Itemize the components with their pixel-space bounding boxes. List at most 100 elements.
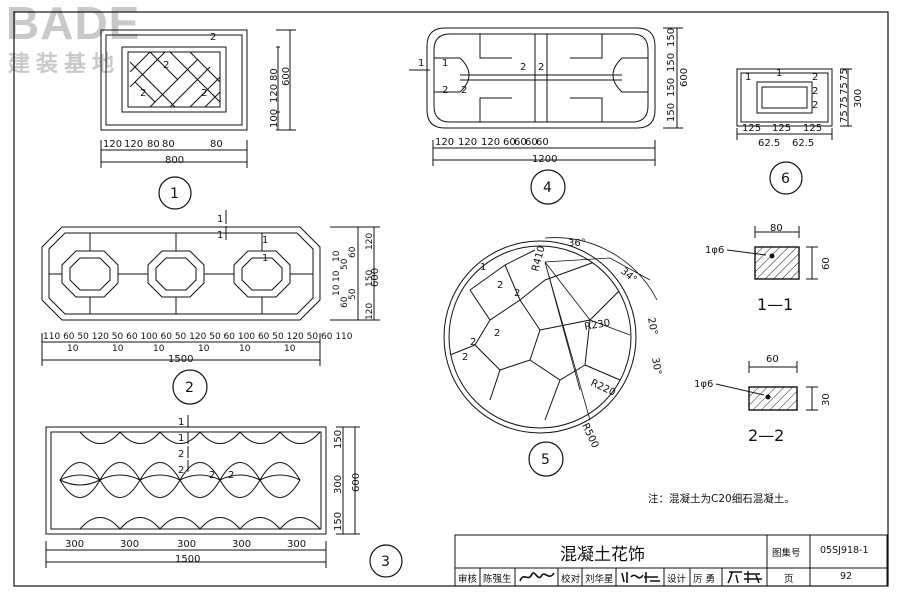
f2-sub-4: 10 xyxy=(198,344,210,354)
logo-text: BADE xyxy=(6,0,141,49)
f2-d4: 120 xyxy=(92,332,109,342)
s11-rebar: 1φ6 xyxy=(705,245,724,256)
s11-width: 80 xyxy=(770,223,783,234)
f5-angle-2: 34° xyxy=(618,266,639,286)
f1-dim-3: 80 xyxy=(147,139,160,150)
f6-sub-1: 62.5 xyxy=(758,138,780,149)
f2-cut-1c: 1 xyxy=(262,235,268,246)
reviewer-signature xyxy=(519,572,555,582)
f2-d19: 110 xyxy=(335,332,352,342)
sheet-border xyxy=(13,11,889,587)
bade-logo: BADE 建装基地 xyxy=(4,0,164,77)
f2-dim-r1: 120 xyxy=(365,233,375,250)
f4-dim-1: 120 xyxy=(435,137,454,148)
f3-callout-circle xyxy=(369,544,403,578)
atlas-number: 05SJ918-1 xyxy=(820,545,869,556)
f3-cut-1b: 1 xyxy=(178,433,184,444)
f4-dim-r3: 150 xyxy=(666,78,677,97)
f1-callout-circle xyxy=(158,176,192,210)
f4-cut-1b: 1 xyxy=(442,58,448,69)
f2-dim-r10: 120 xyxy=(365,303,375,320)
f2-d18: 60 xyxy=(321,332,333,342)
f4-dim-2: 120 xyxy=(458,137,477,148)
f5-r1: R410 xyxy=(530,245,547,273)
checker-label: 校对 xyxy=(561,574,581,585)
f1-dim-r2: 120 xyxy=(269,84,280,103)
f4-height: 600 xyxy=(679,68,690,87)
reviewer-name: 陈强生 xyxy=(483,574,512,585)
f3-height: 600 xyxy=(351,473,362,492)
f3-cut-2c: 2 xyxy=(209,470,215,481)
f3-dim-4: 300 xyxy=(232,539,251,550)
s22-rebar: 1φ6 xyxy=(694,379,713,390)
f1-callout: 1 xyxy=(170,186,179,202)
f4-callout-circle xyxy=(530,169,566,205)
f3-dim-r3: 150 xyxy=(333,512,344,531)
section-1-1 xyxy=(726,226,818,280)
figure-3-labels: 300 300 300 300 300 1500 600 150 300 150… xyxy=(65,417,362,565)
f1-cut-4: 2 xyxy=(201,88,207,99)
f2-dim-r8: 60 xyxy=(340,296,350,308)
f4-cut-2d: 2 xyxy=(538,62,544,73)
f5-cut-2b: 2 xyxy=(514,288,520,299)
f2-d12: 60 xyxy=(224,332,236,342)
f1-cut-1: 2 xyxy=(210,32,216,43)
f2-d1: 110 xyxy=(43,332,60,342)
f4-cut-2b: 2 xyxy=(461,85,467,96)
f6-cut-1b: 1 xyxy=(776,68,782,79)
f3-dim-3: 300 xyxy=(177,539,196,550)
f2-dim-r3: 60 xyxy=(348,246,358,258)
figure-4-labels: 120 120 120 60 60 60 60 1200 600 150 150… xyxy=(418,28,690,165)
f4-dim-6: 60 xyxy=(525,137,538,148)
logo-subtext: 建装基地 xyxy=(8,52,121,77)
figure-6 xyxy=(736,68,852,140)
f4-dim-r2: 150 xyxy=(666,53,677,72)
f2-d15: 50 xyxy=(272,332,284,342)
f2-dim-r6: 150 xyxy=(365,270,375,287)
material-note: 注：混凝土为C20细石混凝土。 xyxy=(648,493,795,505)
f5-angle-3: 20° xyxy=(645,317,659,336)
f6-dim-2: 125 xyxy=(772,123,791,134)
f3-dim-r2: 300 xyxy=(333,475,344,494)
f1-dim-2: 120 xyxy=(124,139,143,150)
f6-callout: 6 xyxy=(781,171,790,187)
s22-label: 2—2 xyxy=(748,426,784,445)
checker-signature xyxy=(621,572,660,583)
f4-dim-3: 120 xyxy=(481,137,500,148)
f4-dim-r1: 150 xyxy=(666,28,677,47)
f6-callout-circle xyxy=(769,161,803,195)
f1-dim-4: 80 xyxy=(162,139,175,150)
f1-cut-2: 2 xyxy=(163,60,169,71)
f4-callout: 4 xyxy=(543,180,552,196)
f3-dim-1: 300 xyxy=(65,539,84,550)
f5-r4: R500 xyxy=(579,422,600,450)
f3-dim-2: 300 xyxy=(120,539,139,550)
f2-dim-r5: 10 xyxy=(332,270,342,282)
figure-5-labels: 36° 34° 20° 30° R410 R230 R220 R500 1 2 … xyxy=(462,238,663,450)
f2-sub-2: 10 xyxy=(112,344,124,354)
s11-label: 1—1 xyxy=(757,295,793,314)
f6-cut-1a: 1 xyxy=(745,72,751,83)
f2-d14: 60 xyxy=(258,332,270,342)
f5-angle-1: 36° xyxy=(568,238,586,249)
f2-d6: 60 xyxy=(126,332,138,342)
f1-dim-r1: 100 xyxy=(269,109,280,128)
f2-d8: 60 xyxy=(161,332,173,342)
f6-cut-2c: 2 xyxy=(812,100,818,111)
f2-dim-r7: 10 xyxy=(332,284,342,296)
f5-callout: 5 xyxy=(541,452,550,468)
f2-dims: 110 60 50 120 50 60 100 60 50 120 50 60 … xyxy=(43,332,353,342)
f2-callout-circle xyxy=(172,369,208,405)
s22-height: 30 xyxy=(821,393,832,406)
atlas-label: 图集号 xyxy=(772,548,801,559)
figure-2 xyxy=(41,210,380,366)
f2-d3: 50 xyxy=(77,332,89,342)
f3-cut-2a: 2 xyxy=(178,449,184,460)
f5-angle-4: 30° xyxy=(649,357,663,376)
f2-dim-r2: 10 xyxy=(332,250,342,262)
f2-sub-6: 10 xyxy=(284,344,296,354)
f3-cut-1a: 1 xyxy=(178,417,184,428)
f2-cut-1a: 1 xyxy=(217,214,223,225)
f3-cut-2d: 2 xyxy=(228,470,234,481)
f6-dim-r1: 75 xyxy=(839,68,850,81)
